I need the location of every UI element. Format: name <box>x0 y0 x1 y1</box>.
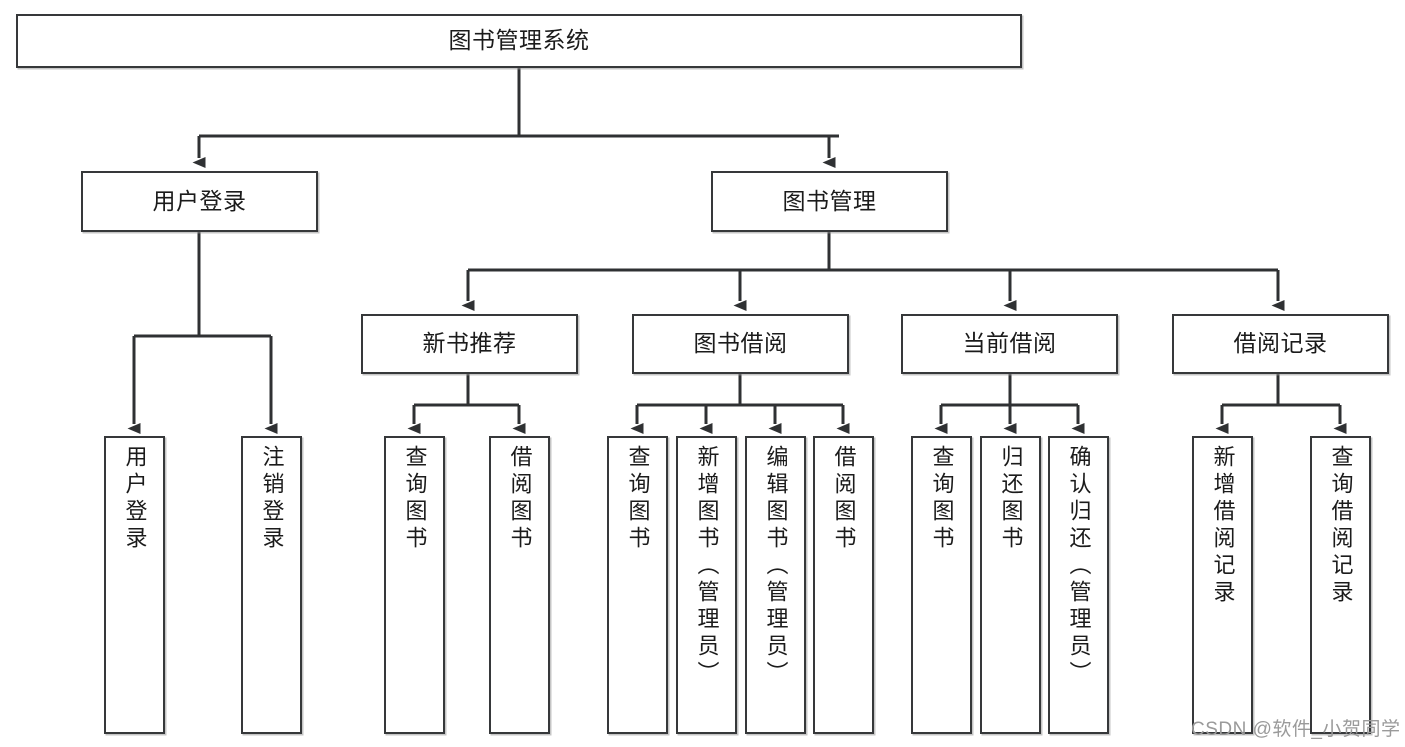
node-leaf-add-borrow-record-label: 新增借阅记录 <box>1210 445 1236 607</box>
node-leaf-query-book-new[interactable]: 查询图书 <box>384 436 445 734</box>
node-borrow-record-label: 借阅记录 <box>1233 330 1328 357</box>
csdn-watermark: CSDN @软件_小贺同学 <box>1191 719 1401 740</box>
node-user-login-label: 用户登录 <box>152 187 247 214</box>
node-book-manage[interactable]: 图书管理 <box>711 171 948 232</box>
node-leaf-borrow-book-label: 借阅图书 <box>831 445 857 553</box>
node-leaf-query-book-borrow-label: 查询图书 <box>625 445 651 553</box>
node-leaf-query-borrow-record-label: 查询借阅记录 <box>1328 445 1354 607</box>
node-book-borrow[interactable]: 图书借阅 <box>632 314 849 374</box>
node-book-borrow-label: 图书借阅 <box>693 330 788 357</box>
node-leaf-add-borrow-record[interactable]: 新增借阅记录 <box>1192 436 1253 734</box>
node-leaf-confirm-return-admin[interactable]: 确认归还（管理员） <box>1048 436 1109 734</box>
node-root[interactable]: 图书管理系统 <box>16 14 1022 68</box>
node-leaf-user-login-label: 用户登录 <box>122 445 148 553</box>
node-current-borrow-label: 当前借阅 <box>962 330 1057 357</box>
node-new-book-recommend[interactable]: 新书推荐 <box>361 314 578 374</box>
node-borrow-record[interactable]: 借阅记录 <box>1172 314 1389 374</box>
node-leaf-return-book-label: 归还图书 <box>998 445 1024 553</box>
node-leaf-logout-label: 注销登录 <box>259 445 285 553</box>
node-root-label: 图书管理系统 <box>448 27 590 54</box>
node-leaf-borrow-book-new-label: 借阅图书 <box>507 445 533 553</box>
node-leaf-add-book-admin[interactable]: 新增图书（管理员） <box>676 436 737 734</box>
node-leaf-user-login[interactable]: 用户登录 <box>104 436 165 734</box>
node-leaf-logout[interactable]: 注销登录 <box>241 436 302 734</box>
node-leaf-borrow-book[interactable]: 借阅图书 <box>813 436 874 734</box>
node-leaf-return-book[interactable]: 归还图书 <box>980 436 1041 734</box>
node-user-login[interactable]: 用户登录 <box>81 171 318 232</box>
node-leaf-query-borrow-record[interactable]: 查询借阅记录 <box>1310 436 1371 734</box>
node-current-borrow[interactable]: 当前借阅 <box>901 314 1118 374</box>
node-leaf-query-book-borrow[interactable]: 查询图书 <box>607 436 668 734</box>
node-leaf-edit-book-admin-label: 编辑图书（管理员） <box>763 445 789 688</box>
node-leaf-add-book-admin-label: 新增图书（管理员） <box>694 445 720 688</box>
node-book-manage-label: 图书管理 <box>782 187 877 214</box>
node-leaf-borrow-book-new[interactable]: 借阅图书 <box>489 436 550 734</box>
node-leaf-edit-book-admin[interactable]: 编辑图书（管理员） <box>745 436 806 734</box>
node-new-book-recommend-label: 新书推荐 <box>422 330 517 357</box>
node-leaf-query-book-current[interactable]: 查询图书 <box>911 436 972 734</box>
node-leaf-query-book-current-label: 查询图书 <box>929 445 955 553</box>
node-leaf-query-book-new-label: 查询图书 <box>402 445 428 553</box>
node-leaf-confirm-return-admin-label: 确认归还（管理员） <box>1066 445 1092 688</box>
